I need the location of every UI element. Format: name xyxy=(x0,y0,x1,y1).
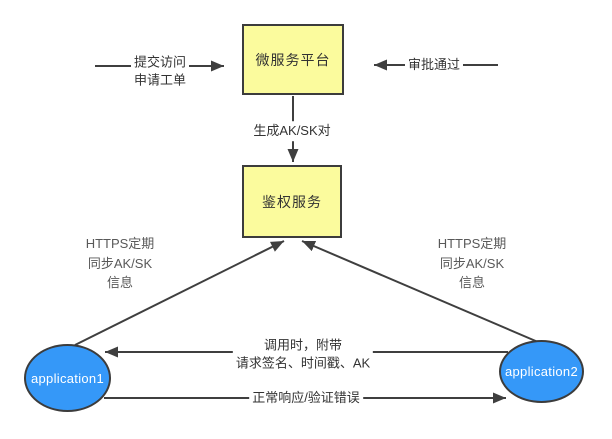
node-microservice-platform: 微服务平台 xyxy=(242,24,344,95)
label-generate-aksk: 生成AK/SK对 xyxy=(250,121,334,141)
label-https-sync-right-line1: HTTPS定期 xyxy=(437,235,507,251)
node-application2: application2 xyxy=(499,340,584,403)
label-submit-request-line2: 申请工单 xyxy=(133,72,187,87)
label-submit-request: 提交访问 申请工单 xyxy=(130,52,190,90)
node-application2-label: application2 xyxy=(505,364,578,379)
node-application1-label: application1 xyxy=(31,370,104,386)
label-call-with-signature-line2: 请求签名、时间戳、AK xyxy=(235,355,371,370)
node-auth-service-label: 鉴权服务 xyxy=(262,193,322,210)
label-https-sync-left-line1: HTTPS定期 xyxy=(85,235,155,251)
label-call-with-signature: 调用时，附带 请求签名、时间戳、AK xyxy=(232,335,374,373)
label-https-sync-left: HTTPS定期 同步AK/SK 信息 xyxy=(86,234,155,293)
label-https-sync-right: HTTPS定期 同步AK/SK 信息 xyxy=(438,234,507,293)
arrow-sync-app2 xyxy=(301,240,539,343)
label-normal-response: 正常响应/验证错误 xyxy=(249,388,363,408)
node-application1: application1 xyxy=(24,344,111,412)
label-https-sync-left-line2: 同步AK/SK xyxy=(87,255,153,271)
label-approval-passed: 审批通过 xyxy=(404,55,464,75)
node-auth-service: 鉴权服务 xyxy=(242,165,342,238)
label-submit-request-line1: 提交访问 xyxy=(133,54,187,70)
arrow-sync-app1 xyxy=(74,240,285,346)
node-microservice-platform-label: 微服务平台 xyxy=(255,51,331,68)
label-https-sync-right-line2: 同步AK/SK xyxy=(439,255,505,271)
label-https-sync-left-line3: 信息 xyxy=(106,274,133,290)
label-https-sync-right-line3: 信息 xyxy=(458,274,485,290)
label-call-with-signature-line1: 调用时，附带 xyxy=(263,337,342,353)
